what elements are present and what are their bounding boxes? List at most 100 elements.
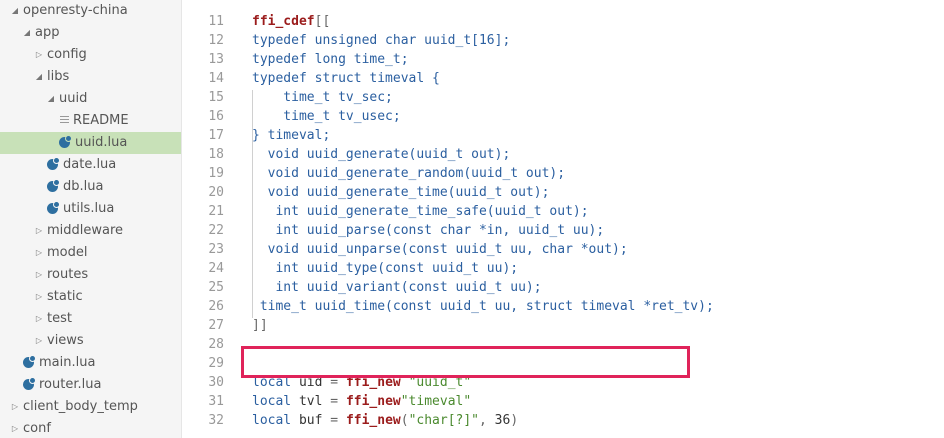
tree-item[interactable]: ◢ libs — [0, 66, 181, 88]
tree-item[interactable]: ◢ app — [0, 22, 181, 44]
code-line[interactable]: 28 — [182, 335, 944, 354]
tree-item-label: conf — [23, 421, 51, 436]
line-number: 18 — [208, 147, 224, 162]
chevron-right-icon[interactable]: ▷ — [35, 226, 43, 235]
tree-item-label: middleware — [47, 223, 124, 238]
tree-item-label: openresty-china — [23, 3, 128, 18]
tree-item[interactable]: ▷ middleware — [0, 220, 181, 242]
tree-item-label: libs — [47, 69, 70, 84]
code-line[interactable]: 21 int uuid_generate_time_safe(uuid_t ou… — [182, 202, 944, 221]
tree-item[interactable]: utils.lua — [0, 198, 181, 220]
chevron-down-icon[interactable]: ◢ — [23, 28, 31, 37]
tree-item-label: uuid — [59, 91, 88, 106]
code-line[interactable]: 25 int uuid_variant(const uuid_t uu); — [182, 278, 944, 297]
code-line[interactable]: 13 typedef long time_t; — [182, 50, 944, 69]
indent-guide — [252, 90, 253, 147]
lua-file-icon — [23, 355, 36, 368]
line-number: 32 — [208, 413, 224, 428]
chevron-right-icon[interactable]: ▷ — [11, 424, 19, 433]
code-line[interactable]: 20 void uuid_generate_time(uuid_t out); — [182, 183, 944, 202]
code-line[interactable]: 26 time_t uuid_time(const uuid_t uu, str… — [182, 297, 944, 316]
tree-item-label: README — [73, 113, 129, 128]
tree-item-label: test — [47, 311, 72, 326]
tree-item[interactable]: date.lua — [0, 154, 181, 176]
code-text: int uuid_parse(const char *in, uuid_t uu… — [252, 223, 605, 238]
tree-item-label: config — [47, 47, 87, 62]
code-line[interactable]: 27]] — [182, 316, 944, 335]
tree-item[interactable]: ◢ uuid — [0, 88, 181, 110]
code-text: typedef long time_t; — [252, 52, 409, 67]
line-number: 30 — [208, 375, 224, 390]
code-line[interactable]: 19 void uuid_generate_random(uuid_t out)… — [182, 164, 944, 183]
tree-item[interactable]: uuid.lua — [0, 132, 181, 154]
lua-file-icon — [23, 377, 36, 390]
chevron-down-icon[interactable]: ◢ — [35, 72, 43, 81]
tree-item[interactable]: ▷ config — [0, 44, 181, 66]
line-number: 20 — [208, 185, 224, 200]
lua-file-icon — [59, 135, 72, 148]
line-number: 29 — [208, 356, 224, 371]
tree-item[interactable]: ▷routes — [0, 264, 181, 286]
line-number: 14 — [208, 71, 224, 86]
tree-item-label: router.lua — [39, 377, 102, 392]
tree-item-label: db.lua — [63, 179, 104, 194]
tree-item[interactable]: ▷ client_body_temp — [0, 396, 181, 418]
tree-item[interactable]: db.lua — [0, 176, 181, 198]
code-text: int uuid_variant(const uuid_t uu); — [252, 280, 542, 295]
tree-item[interactable]: ◢ openresty-china — [0, 0, 181, 22]
line-number: 21 — [208, 204, 224, 219]
lua-file-icon — [47, 179, 60, 192]
code-line[interactable]: 16 time_t tv_usec; — [182, 107, 944, 126]
code-text: void uuid_generate_random(uuid_t out); — [252, 166, 566, 181]
line-number: 15 — [208, 90, 224, 105]
tree-item[interactable]: ▷ test — [0, 308, 181, 330]
code-text: time_t uuid_time(const uuid_t uu, struct… — [252, 299, 714, 314]
chevron-down-icon[interactable]: ◢ — [11, 6, 19, 15]
code-text: ffi_cdef[[ — [252, 14, 331, 29]
chevron-right-icon[interactable]: ▷ — [35, 50, 43, 59]
chevron-right-icon[interactable]: ▷ — [35, 314, 43, 323]
tree-item[interactable]: ▷ model — [0, 242, 181, 264]
code-line[interactable]: 17} timeval; — [182, 126, 944, 145]
code-line[interactable]: 23 void uuid_unparse(const uuid_t uu, ch… — [182, 240, 944, 259]
line-number: 13 — [208, 52, 224, 67]
highlight-annotation-box — [241, 346, 690, 378]
chevron-right-icon[interactable]: ▷ — [35, 336, 43, 345]
code-text: typedef unsigned char uuid_t[16]; — [252, 33, 511, 48]
tree-item-label: static — [47, 289, 83, 304]
lua-file-icon — [47, 201, 60, 214]
tree-item-label: uuid.lua — [75, 135, 128, 150]
code-line[interactable]: 18 void uuid_generate(uuid_t out); — [182, 145, 944, 164]
tree-item-label: app — [35, 25, 60, 40]
tree-item-label: views — [47, 333, 84, 348]
code-line[interactable]: 24 int uuid_type(const uuid_t uu); — [182, 259, 944, 278]
tree-item[interactable]: README — [0, 110, 181, 132]
line-number: 16 — [208, 109, 224, 124]
code-line[interactable]: 15 time_t tv_sec; — [182, 88, 944, 107]
chevron-right-icon[interactable]: ▷ — [11, 402, 19, 411]
chevron-right-icon[interactable]: ▷ — [35, 248, 43, 257]
chevron-right-icon[interactable]: ▷ — [35, 270, 43, 279]
line-number: 17 — [208, 128, 224, 143]
tree-item[interactable]: ▷ conf — [0, 418, 181, 438]
code-line[interactable]: 22 int uuid_parse(const char *in, uuid_t… — [182, 221, 944, 240]
tree-item[interactable]: ▷ views — [0, 330, 181, 352]
tree-item[interactable]: main.lua — [0, 352, 181, 374]
code-text: void uuid_unparse(const uuid_t uu, char … — [252, 242, 628, 257]
tree-item[interactable]: ▷ static — [0, 286, 181, 308]
tree-item-label: model — [47, 245, 88, 260]
tree-item-label: client_body_temp — [23, 399, 138, 414]
tree-item-label: date.lua — [63, 157, 117, 172]
chevron-down-icon[interactable]: ◢ — [47, 94, 55, 103]
tree-item-label: utils.lua — [63, 201, 115, 216]
tree-item[interactable]: router.lua — [0, 374, 181, 396]
chevron-right-icon[interactable]: ▷ — [35, 292, 43, 301]
text-file-icon — [60, 116, 69, 125]
